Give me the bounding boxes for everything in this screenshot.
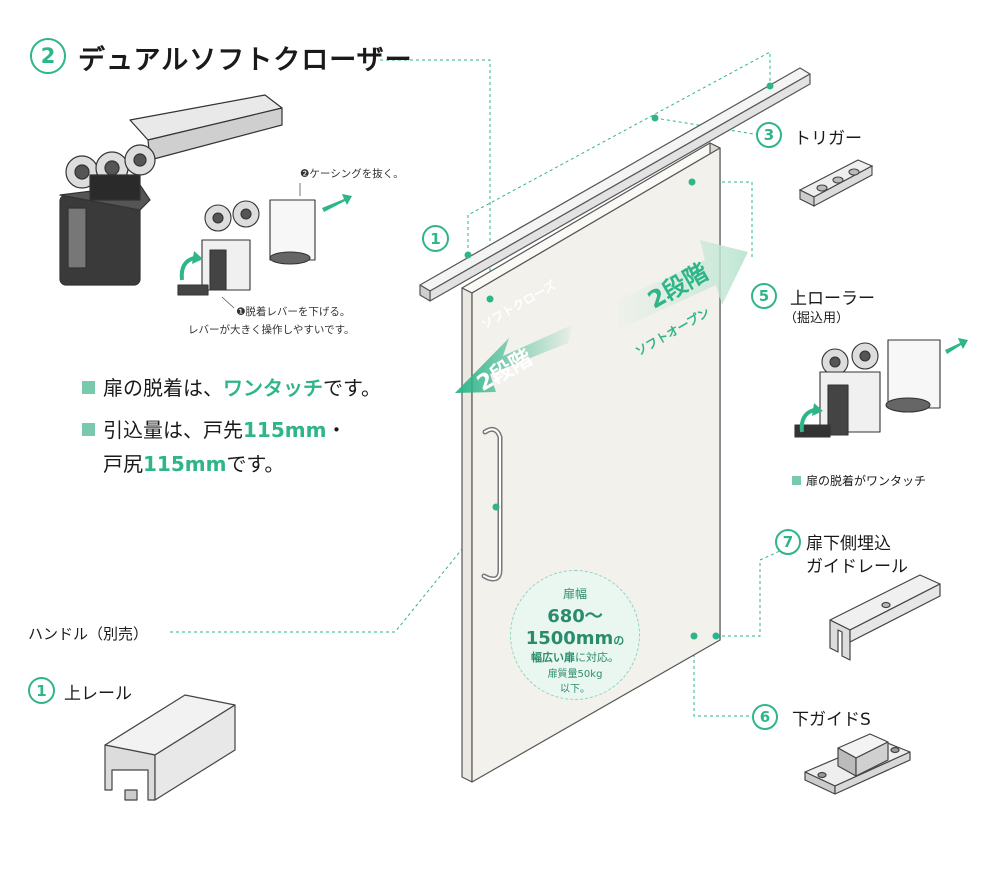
part-6-name: 下ガイドS [792,710,871,730]
trigger-part [798,159,874,207]
soft-open-arrow [618,240,748,330]
remove-arrow-2 [945,338,968,354]
leader-lines [170,51,783,717]
part-7-number: 7 [775,529,801,555]
part-3-number: 3 [756,122,782,148]
note-step2: ❷ケーシングを抜く。 [300,168,404,180]
upper-roller-part [794,339,941,438]
feature-line-1: 扉の脱着は、ワンタッチです。 [82,372,381,401]
title-number: 2 [30,38,66,74]
bullet-square-icon [792,476,801,485]
part-6-number: 6 [752,704,778,730]
handle-label: ハンドル（別売） [28,625,149,643]
part-1-name: 上レール [64,684,132,704]
feature-line-2: 引込量は、戸先115mm・ [82,414,346,443]
guide-rail-part [829,574,941,661]
roller-detail-small [177,199,316,296]
badge-line-6: 以下。 [560,684,590,695]
note-step1: ❶脱着レバーを下げる。 [236,306,351,318]
page-title: デュアルソフトクローザー [78,45,413,76]
note-step1-sub: レバーが大きく操作しやすいです。 [188,324,355,336]
closer-assembly [59,94,283,286]
badge-line-3: 1500mmの [525,628,625,649]
part-5-name: 上ローラー [790,289,875,309]
remove-arrow [322,194,352,212]
part-3-name: トリガー [794,129,862,149]
lower-guide-part [804,733,911,795]
part-7-name-2: ガイドレール [806,557,908,577]
door-width-badge: 扉幅 680〜 1500mmの 幅広い扉に対応。 扉質量50kg 以下。 [510,570,640,700]
soft-close-arrow [455,325,572,393]
part-1-number: 1 [28,677,55,704]
part-5-number: 5 [751,283,777,309]
feature-line-3: 戸尻115mmです。 [103,452,285,476]
part-5-sub: （掘込用） [784,311,850,326]
bullet-square-icon [82,381,95,394]
badge-line-5: 扉質量50kg [547,669,603,680]
part-1-marker: 1 [422,225,449,252]
top-rail [419,67,811,302]
part-7-name-1: 扉下側埋込 [806,534,891,554]
marker-dots [464,82,774,640]
upper-rail-section [104,694,236,801]
bullet-square-icon [82,423,95,436]
badge-line-2: 680〜 [547,606,603,627]
badge-line-1: 扉幅 [562,587,587,601]
badge-line-4: 幅広い扉に対応。 [531,651,619,664]
part-5-note: 扉の脱着がワンタッチ [792,472,926,489]
